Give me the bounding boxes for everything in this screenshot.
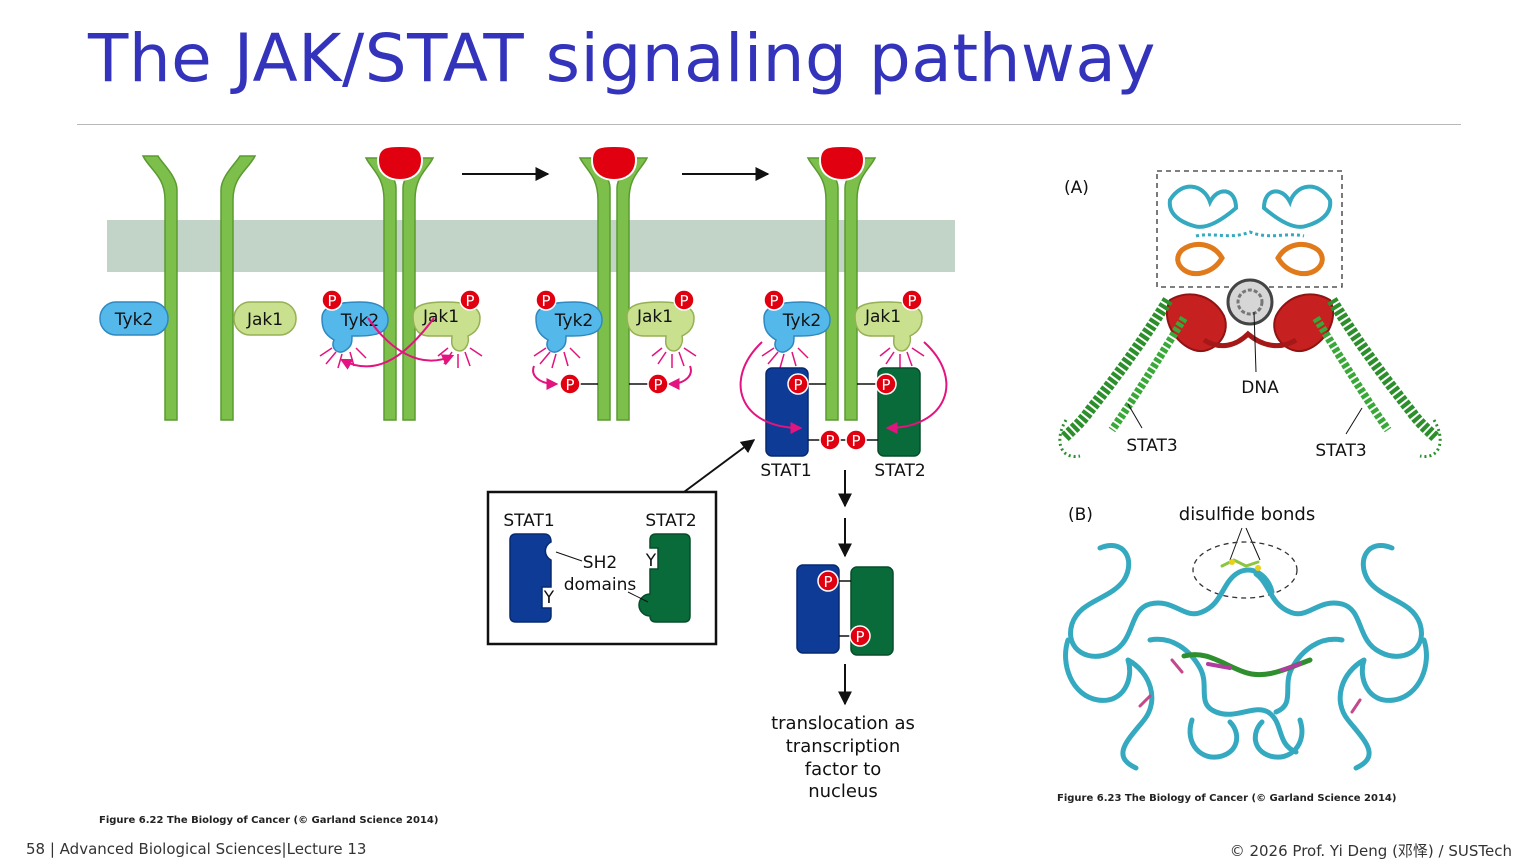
cross-phosphorylation-arrows [339, 317, 455, 370]
sh2-leader [555, 551, 583, 562]
tyk2-kinase: Tyk2 [535, 301, 603, 353]
tyk2-label: Tyk2 [554, 311, 593, 331]
stat3-left-label: STAT3 [1126, 436, 1177, 456]
disulfide-label: disulfide bonds [1179, 504, 1315, 525]
tyk2-label: Tyk2 [114, 310, 153, 330]
disulfide-highlight [1192, 541, 1298, 599]
stat1-label: STAT1 [760, 461, 811, 481]
svg-text:P: P [851, 432, 860, 450]
tyrosine-label: Y [543, 588, 555, 608]
inset-stat1 [509, 533, 552, 623]
cytokine-ligand [376, 144, 424, 182]
sh2-leader [627, 591, 649, 603]
jak1-label: Jak1 [246, 310, 283, 330]
tyk2-label: Tyk2 [782, 311, 821, 331]
jak1-label: Jak1 [864, 307, 901, 327]
binding-segment [1138, 652, 1362, 714]
stage1-receptors [141, 155, 257, 421]
svg-text:P: P [769, 292, 778, 310]
stage2-receptors [364, 157, 435, 421]
svg-text:P: P [541, 292, 550, 310]
panel-a-label: (A) [1064, 178, 1089, 198]
svg-text:P: P [565, 376, 574, 394]
phosphate: P [459, 289, 481, 311]
figure-623-caption: Figure 6.23 The Biology of Cancer (© Gar… [1057, 793, 1396, 804]
svg-text:P: P [907, 292, 916, 310]
phosphate: P [647, 373, 669, 395]
svg-text:P: P [823, 573, 832, 591]
svg-text:P: P [653, 376, 662, 394]
stat3-structure [1058, 184, 1442, 458]
tyk2-kinase: Tyk2 [99, 301, 169, 336]
jak1-label: Jak1 [422, 307, 459, 327]
inset-stat2-label: STAT2 [645, 511, 696, 531]
disulfide-sticks [1220, 558, 1261, 571]
disulfide-leader [1245, 527, 1261, 561]
slide-title: The JAK/STAT signaling pathway [88, 20, 1156, 97]
jak1-kinase: Jak1 [233, 301, 297, 336]
phosphate: P [321, 289, 343, 311]
svg-text:P: P [825, 432, 834, 450]
stat-phosphorylation-arrows [739, 341, 948, 434]
stage4-receptors [806, 157, 877, 421]
svg-text:translocation as: translocation as [771, 713, 915, 734]
stat3-leader [1345, 407, 1363, 435]
stat3-leader [1127, 403, 1143, 429]
phosphate: P [763, 289, 785, 311]
cytokine-ligand [818, 144, 866, 182]
footer-copyright: © 2026 Prof. Yi Deng (邓怿) / SUSTech [1229, 842, 1512, 860]
cytokine-ligand [590, 144, 638, 182]
phosphate: P [819, 429, 841, 451]
svg-text:P: P [793, 376, 802, 394]
sh2-label-line2: domains [564, 575, 637, 595]
sh2-label-line1: SH2 [583, 553, 617, 573]
phosphate: P [535, 289, 557, 311]
svg-text:P: P [855, 628, 864, 646]
dna-label: DNA [1241, 378, 1279, 398]
phosphate: P [845, 429, 867, 451]
jak1-kinase: Jak1 [626, 301, 695, 352]
inset-stat2 [638, 533, 691, 623]
footer-course-info: 58 | Advanced Biological Sciences|Lectur… [26, 840, 367, 858]
tyk2-kinase: Tyk2 [321, 301, 389, 353]
figure-622-caption: Figure 6.22 The Biology of Cancer (© Gar… [99, 815, 438, 826]
cell-membrane [107, 220, 955, 272]
phosphate: P [901, 289, 923, 311]
stat3-right-label: STAT3 [1315, 441, 1366, 461]
svg-text:P: P [881, 376, 890, 394]
stage3-receptors [578, 157, 649, 421]
disulfide-leader [1229, 527, 1243, 561]
phosphate: P [559, 373, 581, 395]
dna-leader [1253, 311, 1257, 373]
inset-pointer-arrow [683, 439, 756, 493]
svg-text:factor to: factor to [805, 759, 882, 780]
stat2-label: STAT2 [874, 461, 925, 481]
svg-text:transcription: transcription [786, 736, 900, 757]
inset-stat1-label: STAT1 [503, 511, 554, 531]
jak1-label: Jak1 [636, 307, 673, 327]
phosphate: P [673, 289, 695, 311]
tyrosine-label: Y [645, 551, 657, 571]
phosphate: P [875, 373, 897, 395]
title-divider [77, 124, 1461, 125]
phosphate: P [787, 373, 809, 395]
panel-b-label: (B) [1068, 505, 1093, 525]
phosphate: P [817, 570, 839, 592]
translocation-text: translocation as transcription factor to… [771, 713, 915, 802]
svg-text:P: P [465, 292, 474, 310]
activity-burst [533, 347, 697, 369]
jak1-kinase: Jak1 [854, 301, 923, 352]
tyk2-kinase: Tyk2 [763, 301, 831, 353]
svg-text:P: P [327, 292, 336, 310]
tyk2-label: Tyk2 [340, 311, 379, 331]
svg-text:nucleus: nucleus [808, 781, 878, 802]
svg-text:P: P [679, 292, 688, 310]
dimerization-region-box [1156, 170, 1343, 288]
phosphate: P [849, 625, 871, 647]
protein-ribbon [1063, 543, 1429, 771]
receptor-phosphorylation-arrows [532, 365, 692, 390]
activity-burst [761, 347, 925, 369]
